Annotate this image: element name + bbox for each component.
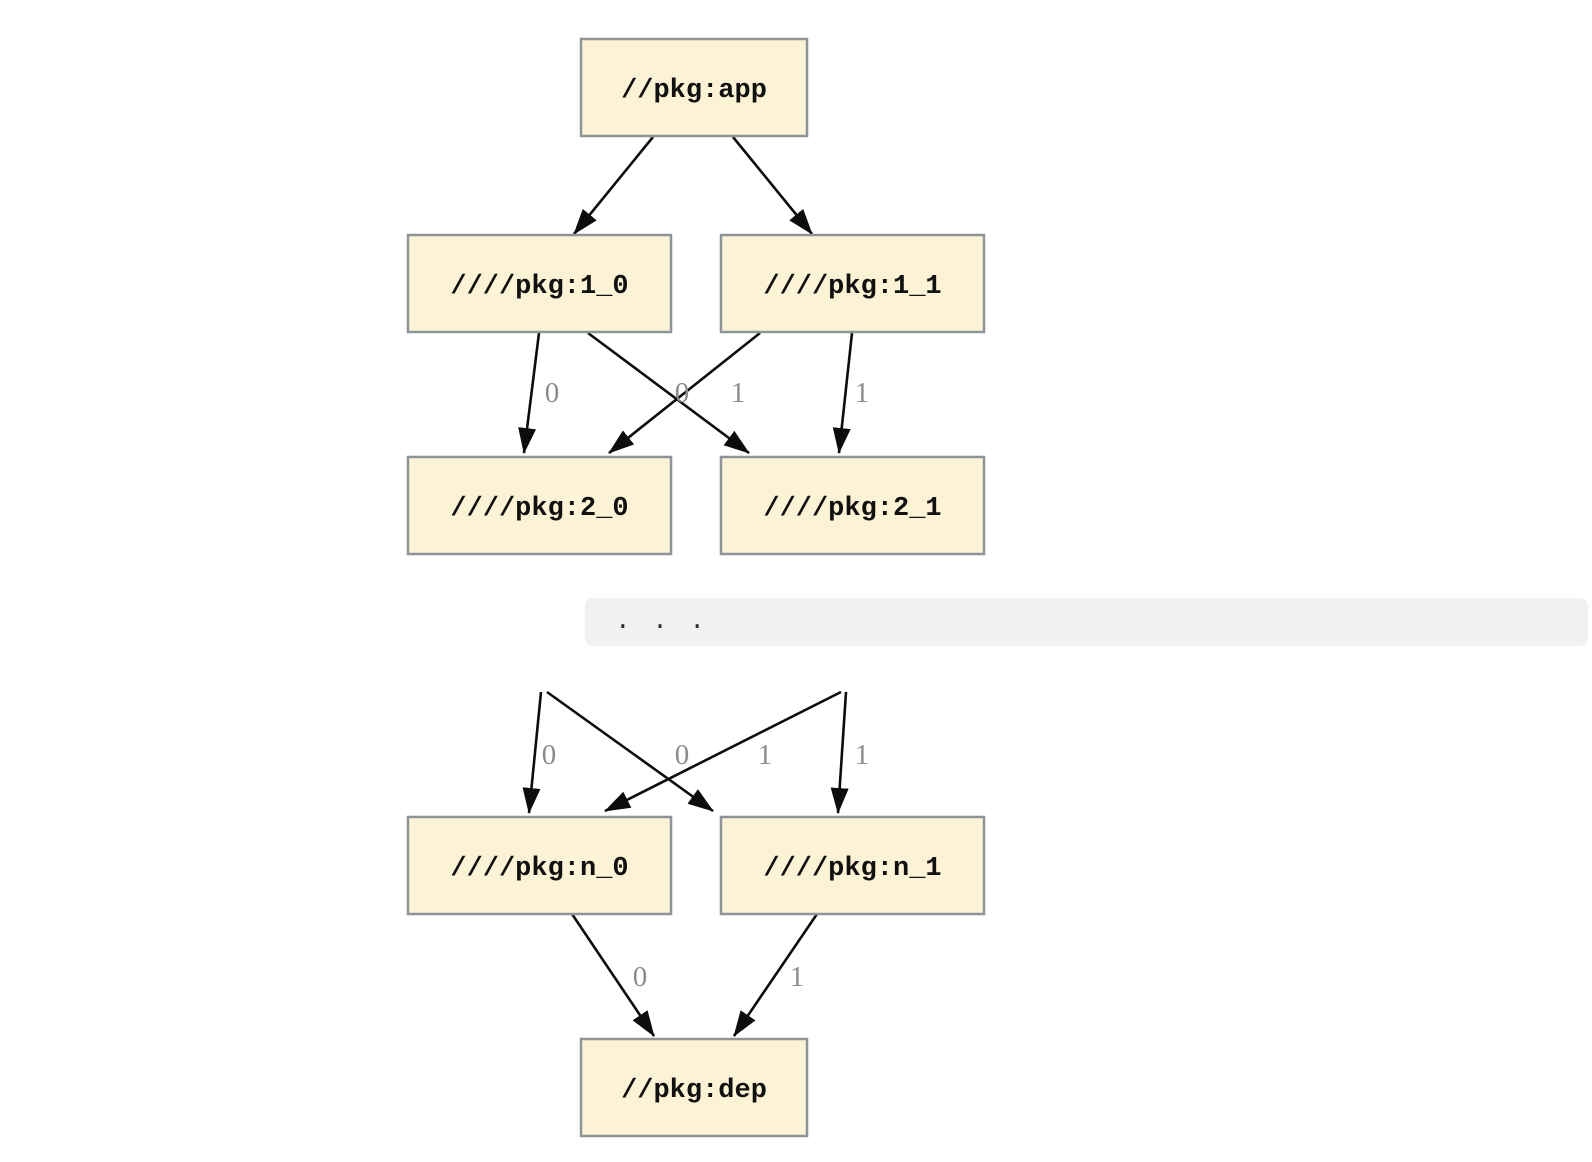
node-1_0: ////pkg:1_0 <box>406 233 673 334</box>
node-dep-box <box>579 1037 809 1138</box>
edge-label-1_1-2_1: 1 <box>855 377 870 409</box>
edge-label-above-n_1-cross: 1 <box>758 739 773 771</box>
edge-above-to-n_0-cross <box>604 690 842 813</box>
edge-1_0-to-2_0 <box>518 332 541 454</box>
node-n_0-label: ////pkg:n_0 <box>450 854 628 884</box>
edge-label-above-n_0-cross: 0 <box>675 739 690 771</box>
graph2: 0 0 1 1 0 1 ////pkg:n_0 ////pkg:n_1 //pk… <box>406 690 986 1138</box>
edge-n_0-to-dep <box>570 913 656 1037</box>
node-dep: //pkg:dep <box>579 1037 809 1138</box>
edge-n_1-to-dep <box>732 913 819 1037</box>
node-n_1: ////pkg:n_1 <box>719 815 986 916</box>
edge-app-to-1_1 <box>731 136 814 235</box>
node-1_0-box <box>406 233 673 334</box>
edge-1_0-to-2_1 <box>587 331 750 455</box>
edge-label-above-n_1-straight: 1 <box>855 739 870 771</box>
node-2_0-box <box>406 455 673 556</box>
code-ellipsis-block: . . . <box>585 598 1588 646</box>
node-n_1-box <box>719 815 986 916</box>
node-2_1-box <box>719 455 986 556</box>
node-n_0: ////pkg:n_0 <box>406 815 673 916</box>
edge-above-to-n_1-straight <box>830 691 849 814</box>
node-1_1: ////pkg:1_1 <box>719 233 986 334</box>
edge-label-1_0-2_1: 1 <box>731 377 746 409</box>
node-n_0-box <box>406 815 673 916</box>
edge-1_1-to-2_0 <box>608 331 761 455</box>
edge-label-n_1-dep: 1 <box>790 961 805 993</box>
graph1: 0 0 1 1 //pkg:app ////pkg:1_0 ////pkg:1_… <box>406 37 986 556</box>
node-dep-label: //pkg:dep <box>621 1076 767 1106</box>
edge-above-to-n_1-cross <box>546 690 714 813</box>
node-app-label: //pkg:app <box>621 76 767 106</box>
edge-label-n_0-dep: 0 <box>633 961 648 993</box>
edge-app-to-1_0 <box>572 136 655 235</box>
code-ellipsis-text: . . . <box>615 606 709 636</box>
node-2_0: ////pkg:2_0 <box>406 455 673 556</box>
node-2_1-label: ////pkg:2_1 <box>763 494 941 524</box>
node-1_1-label: ////pkg:1_1 <box>763 272 941 302</box>
edge-label-1_0-2_0: 0 <box>545 377 560 409</box>
edge-label-1_1-2_0: 0 <box>675 377 690 409</box>
node-1_0-label: ////pkg:1_0 <box>450 272 628 302</box>
edge-label-above-n_0-straight: 0 <box>542 739 557 771</box>
edge-above-to-n_0-straight <box>522 691 543 814</box>
node-2_1: ////pkg:2_1 <box>719 455 986 556</box>
node-1_1-box <box>719 233 986 334</box>
node-2_0-label: ////pkg:2_0 <box>450 494 628 524</box>
node-n_1-label: ////pkg:n_1 <box>763 854 941 884</box>
edge-1_1-to-2_1 <box>832 332 854 454</box>
node-app-box <box>579 37 809 138</box>
node-app: //pkg:app <box>579 37 809 138</box>
